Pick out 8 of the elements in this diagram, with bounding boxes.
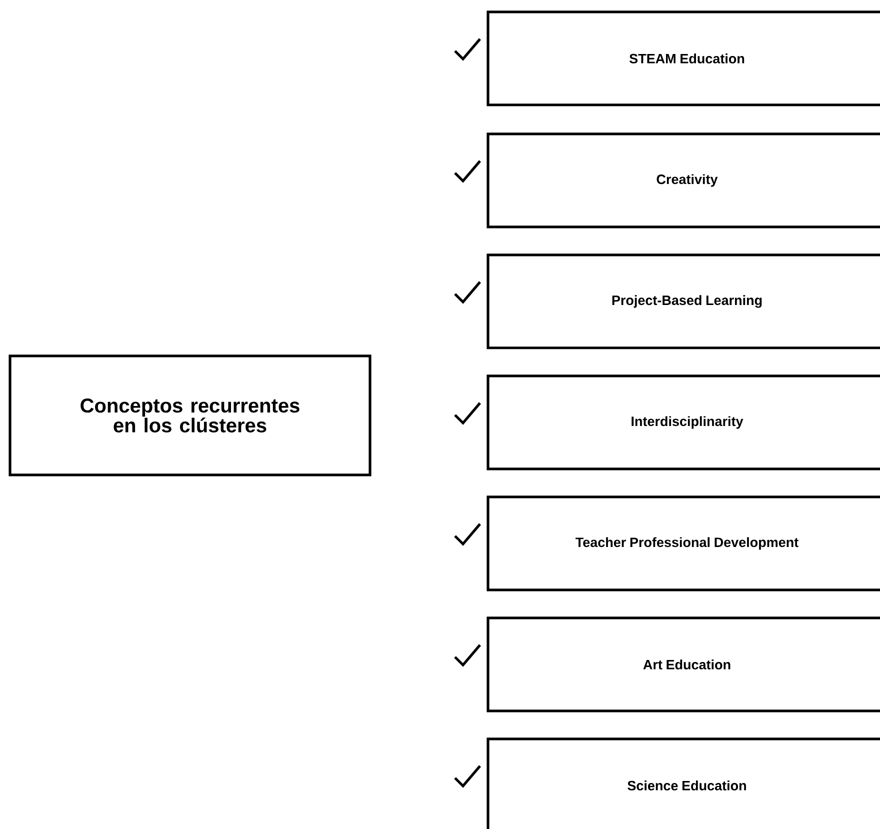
concept-box: Art Education [486, 616, 880, 712]
concept-box: Interdisciplinarity [486, 374, 880, 470]
concept-box: STEAM Education [486, 10, 880, 106]
concept-box: Conceptos recurrentes en los clústeres [8, 354, 372, 476]
concept-box: Project-Based Learning [486, 254, 880, 350]
concept-box: Creativity [486, 132, 880, 228]
concept-box: Teacher Professional Development [486, 496, 880, 592]
concept-box: Science Education [486, 738, 880, 829]
